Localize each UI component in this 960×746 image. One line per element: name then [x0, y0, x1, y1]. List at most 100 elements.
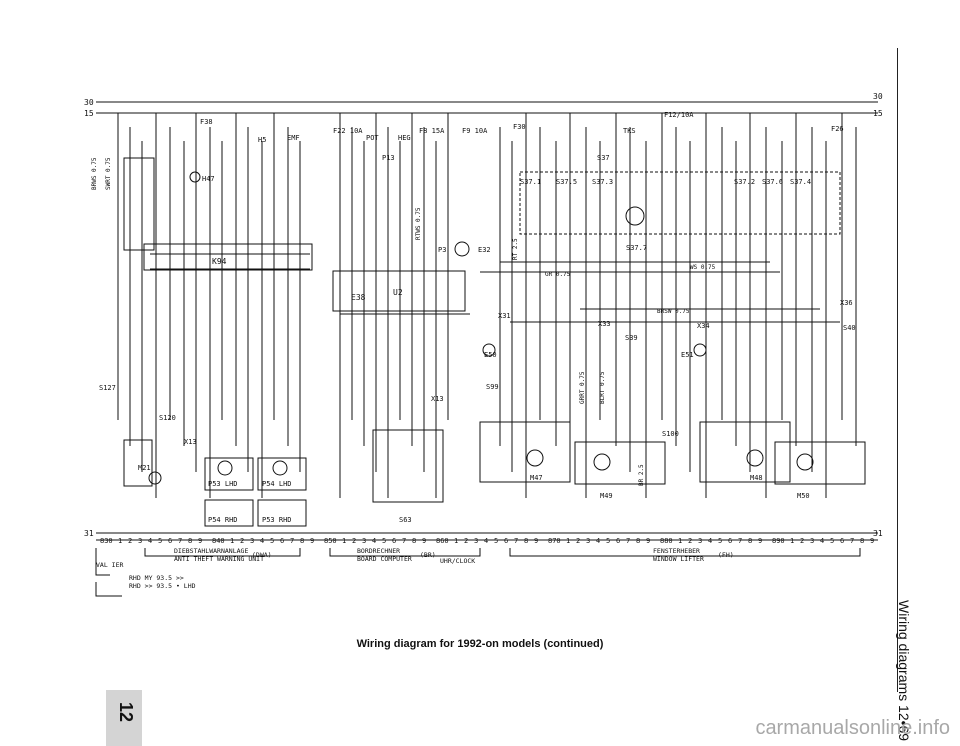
component-label: P54 LHD	[262, 480, 292, 488]
ground-digit: 4	[708, 537, 712, 545]
ground-digit: 8	[300, 537, 304, 545]
ground-digit: 1	[790, 537, 794, 545]
ground-digit: 2	[688, 537, 692, 545]
legend-fh-code: (FH)	[718, 551, 734, 559]
wire-tag: BRSW 0.75	[657, 308, 690, 315]
legend-rhd-1: RHD MY 93.5 >>	[129, 574, 184, 582]
legend-valier: VAL IER	[96, 561, 123, 569]
wire-tag: WS 0.75	[690, 264, 716, 271]
switch-label: S37.5	[556, 178, 577, 186]
switch-s37-box	[519, 171, 841, 235]
ground-digit: 6	[392, 537, 396, 545]
component-label: S99	[486, 383, 499, 391]
ground-digit: 5	[158, 537, 162, 545]
ground-digit: 1	[342, 537, 346, 545]
ground-digit: 8	[860, 537, 864, 545]
wire-tag: BLRT 0.75	[599, 371, 606, 404]
ground-digit: 6	[168, 537, 172, 545]
component-label: EMF	[287, 134, 300, 142]
ground-digit: 9	[534, 537, 538, 545]
legend-br-de: BORDRECHNER	[357, 547, 400, 555]
ground-digit: 4	[820, 537, 824, 545]
ground-digit: 3	[586, 537, 590, 545]
component-label: H47	[202, 175, 215, 183]
ground-digit: 8	[636, 537, 640, 545]
legend-br-code: (BR)	[420, 551, 436, 559]
component-label: P53 RHD	[262, 516, 292, 524]
component-label: S63	[399, 516, 412, 524]
component-label: P54 RHD	[208, 516, 238, 524]
rail-15-right: 15	[873, 109, 883, 118]
component-label: M49	[600, 492, 613, 500]
rail-30-left: 30	[84, 98, 94, 107]
wire-tag: SWRT 0.75	[105, 157, 112, 190]
ground-digit: 6	[504, 537, 508, 545]
module-e38-label: E38	[351, 293, 366, 302]
component-label: P53 LHD	[208, 480, 238, 488]
ground-digit: 7	[178, 537, 182, 545]
rail-31-left: 31	[84, 529, 94, 538]
component-label: P13	[382, 154, 395, 162]
ground-digit: 3	[474, 537, 478, 545]
ground-digit: 8	[748, 537, 752, 545]
module-k94-box	[143, 243, 313, 271]
wire-tag: RT 2.5	[512, 238, 519, 260]
switch-label: S37.7	[626, 244, 647, 252]
component-label: M21	[138, 464, 151, 472]
rail-15-left: 15	[84, 109, 94, 118]
fuse-label: F22 10A	[333, 127, 363, 135]
connector-label: X33	[598, 320, 611, 328]
figure-caption: Wiring diagram for 1992-on models (conti…	[356, 638, 604, 650]
fuse-label: F8 15A	[419, 127, 445, 135]
ground-digit: 7	[290, 537, 294, 545]
legend-fh-en: WINDOW LIFTER	[653, 555, 704, 563]
ground-digit: 2	[240, 537, 244, 545]
legend-dwa-en: ANTI THEFT WARNING UNIT	[174, 555, 264, 563]
ground-section: 850	[324, 537, 337, 545]
ground-digit: 9	[422, 537, 426, 545]
ground-digit: 5	[606, 537, 610, 545]
component-label: M47	[530, 474, 543, 482]
ground-digit: 2	[576, 537, 580, 545]
ground-digit: 5	[494, 537, 498, 545]
ground-section: 880	[660, 537, 673, 545]
legend-dwa-de: DIEBSTAHLWARNANLAGE	[174, 547, 248, 555]
ground-digit: 3	[250, 537, 254, 545]
component-label: X13	[184, 438, 197, 446]
ground-digit: 8	[524, 537, 528, 545]
ground-digit: 6	[280, 537, 284, 545]
ground-digit: 6	[616, 537, 620, 545]
switch-label: S37.4	[790, 178, 811, 186]
wire-tag: GRRT 0.75	[579, 371, 586, 404]
component-label: M50	[797, 492, 810, 500]
ground-digit: 6	[840, 537, 844, 545]
ground-digit: 5	[718, 537, 722, 545]
legend-fh-de: FENSTERHEBER	[653, 547, 700, 555]
ground-digit: 9	[646, 537, 650, 545]
watermark: carmanualsonline.info	[755, 717, 950, 739]
connector-label: X36	[840, 299, 853, 307]
switch-label: S37.1	[520, 178, 541, 186]
ground-digit: 4	[148, 537, 152, 545]
ground-digit: 5	[270, 537, 274, 545]
ground-digit: 1	[118, 537, 122, 545]
ground-digit: 9	[198, 537, 202, 545]
component-label: S127	[99, 384, 116, 392]
ground-digit: 3	[698, 537, 702, 545]
ground-digit: 1	[678, 537, 682, 545]
ground-digit: 4	[372, 537, 376, 545]
switch-label: S37.3	[592, 178, 613, 186]
ground-digit: 2	[352, 537, 356, 545]
connector-label: X34	[697, 322, 710, 330]
component-label: S120	[159, 414, 176, 422]
component-label: S40	[843, 324, 856, 332]
ground-digit: 9	[870, 537, 874, 545]
wire-tag: RTWS 0.75	[415, 207, 422, 240]
switch-label: S37.6	[762, 178, 783, 186]
lamp-label: P3	[438, 246, 446, 254]
component-label: S100	[662, 430, 679, 438]
fuse-label: F9 10A	[462, 127, 488, 135]
fuse-label: F30	[513, 123, 526, 131]
switch-label: S37.2	[734, 178, 755, 186]
